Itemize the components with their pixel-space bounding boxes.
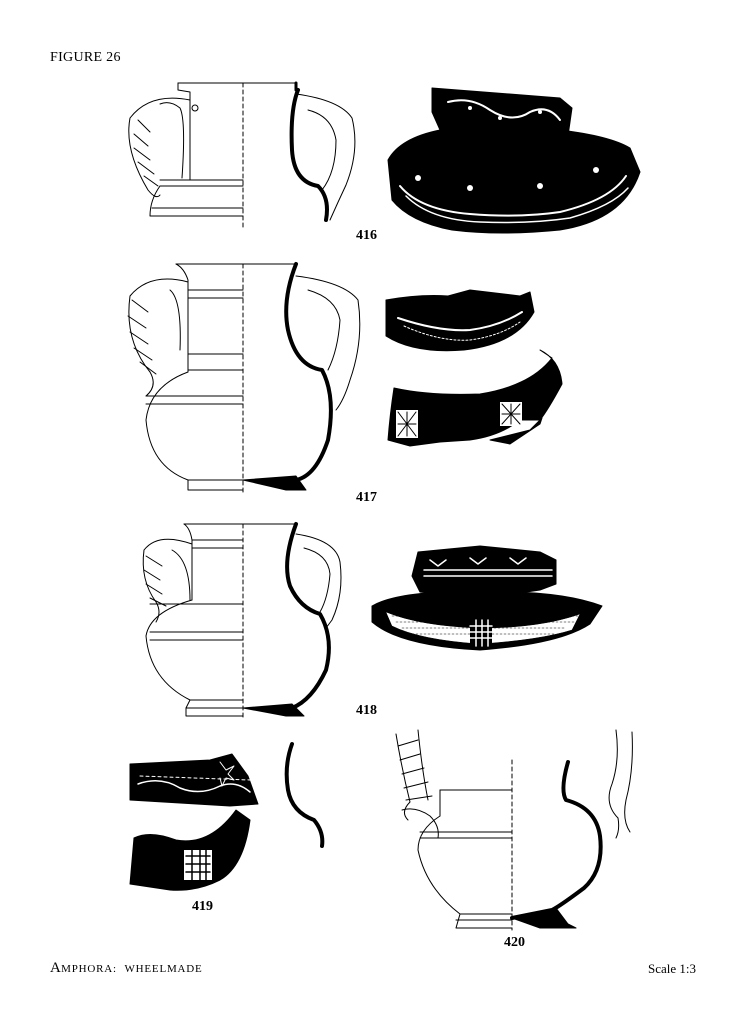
figure-title: FIGURE 26 xyxy=(50,50,121,65)
scale-label: Scale 1:3 xyxy=(647,961,696,976)
caption-word-wheelmade: WHEELMADE xyxy=(124,963,203,975)
decoration-416-neck-band xyxy=(431,87,573,137)
decoration-418-neck-band xyxy=(411,545,557,597)
amphora-419-profile xyxy=(284,742,325,848)
catalogue-number-419: 419 xyxy=(192,899,213,914)
amphora-417-profile xyxy=(127,262,361,493)
amphora-418-profile xyxy=(142,522,342,719)
catalogue-number-418: 418 xyxy=(356,703,377,718)
decoration-417-neck-band xyxy=(385,289,535,352)
decoration-419-fragment-lower xyxy=(129,809,251,891)
decoration-417-shoulder-band xyxy=(387,349,563,447)
decoration-416-shoulder-band xyxy=(387,125,641,234)
figure-caption: AMPHORA: WHEELMADE xyxy=(50,960,203,977)
catalogue-number-420: 420 xyxy=(504,935,525,950)
amphora-416-profile xyxy=(128,81,356,229)
caption-initial: A xyxy=(50,960,62,976)
decoration-419-fragment-upper xyxy=(129,753,259,807)
decoration-418-shoulder-band xyxy=(371,591,603,651)
catalogue-number-416: 416 xyxy=(356,228,377,243)
caption-word-amphora: MPHORA: xyxy=(61,963,117,975)
amphora-420-profile xyxy=(395,729,633,931)
catalogue-number-417: 417 xyxy=(356,490,377,505)
